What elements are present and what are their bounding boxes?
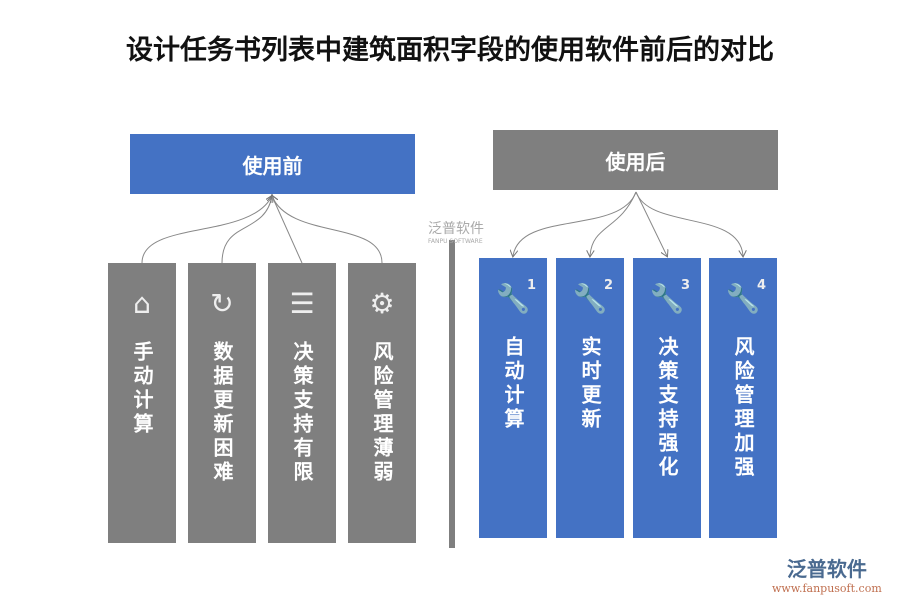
watermark-logo: 泛普软件 www.fanpusoft.com [772, 553, 882, 595]
after-item-1: 🔧1 自动计算 [479, 258, 547, 538]
before-item-3: ☰ 决策支持有限 [268, 263, 336, 543]
item-label: 数据更新困难 [210, 341, 234, 485]
logo-name: 泛普软件 [786, 557, 867, 581]
before-item-2: ↻ 数据更新困难 [188, 263, 256, 543]
item-label: 手动计算 [130, 341, 154, 437]
watermark-name: 泛普软件 [428, 221, 484, 237]
after-item-4: 🔧4 风险管理加强 [709, 258, 777, 538]
item-number: 1 [526, 278, 536, 293]
gears-icon: ⚙ [369, 286, 395, 320]
watermark-sub: FANPU SOFTWARE [428, 238, 483, 245]
item-label: 自动计算 [501, 336, 525, 432]
page-title: 设计任务书列表中建筑面积字段的使用软件前后的对比 [126, 35, 774, 66]
wrench-icon: 🔧3 [649, 278, 690, 315]
item-label: 决策支持有限 [290, 341, 314, 485]
item-label: 决策支持强化 [655, 336, 679, 480]
item-label: 风险管理加强 [731, 336, 755, 480]
item-label: 风险管理薄弱 [370, 341, 394, 485]
after-item-3: 🔧3 决策支持强化 [633, 258, 701, 538]
document-icon: ☰ [289, 286, 315, 320]
item-number: 3 [680, 278, 690, 293]
before-header: 使用前 [130, 134, 415, 194]
divider [449, 240, 455, 548]
after-item-2: 🔧2 实时更新 [556, 258, 624, 538]
wrench-icon: 🔧4 [725, 278, 766, 315]
item-number: 2 [603, 278, 613, 293]
wrench-icon: 🔧1 [495, 278, 536, 315]
item-number: 4 [756, 278, 766, 293]
item-label: 实时更新 [578, 336, 602, 432]
wrench-icon: 🔧2 [572, 278, 613, 315]
before-item-4: ⚙ 风险管理薄弱 [348, 263, 416, 543]
home-icon: ⌂ [133, 286, 151, 320]
logo-url: www.fanpusoft.com [772, 582, 882, 595]
before-item-1: ⌂ 手动计算 [108, 263, 176, 543]
refresh-icon: ↻ [210, 286, 234, 320]
after-header: 使用后 [493, 130, 778, 190]
